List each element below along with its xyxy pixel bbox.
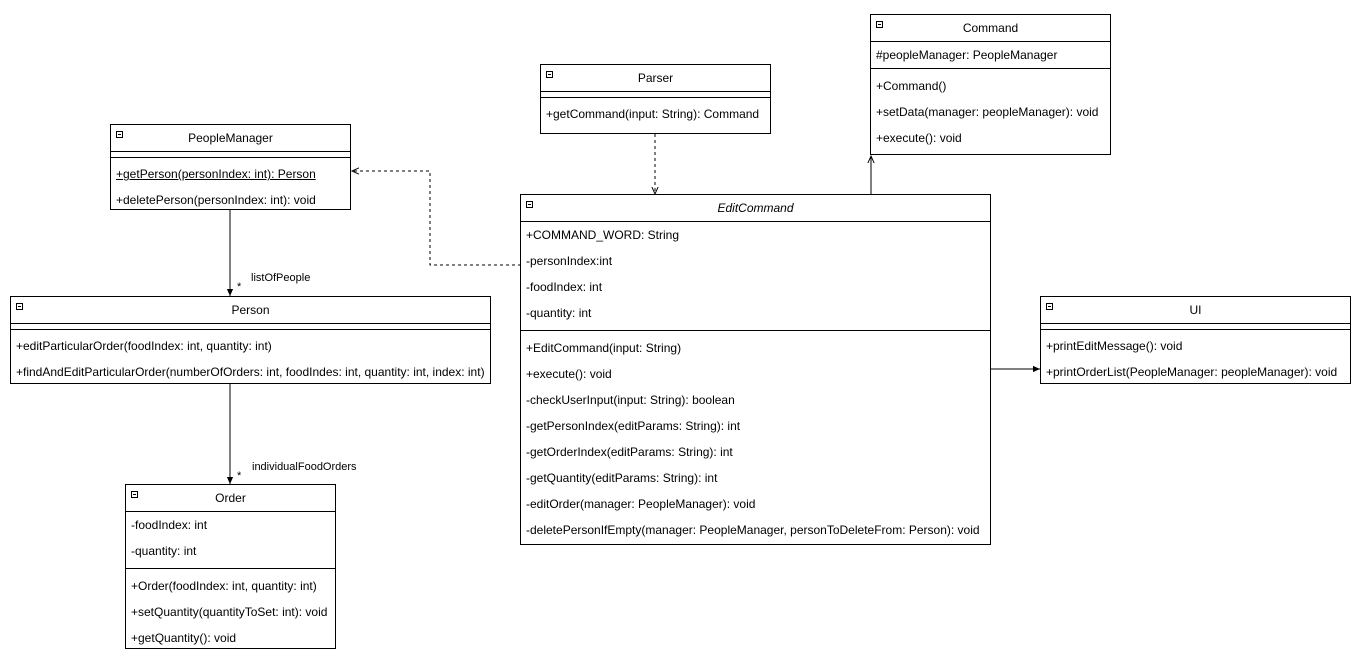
class-people-manager[interactable]: PeopleManager +getPerson(personIndex: in… xyxy=(110,124,351,210)
collapse-icon[interactable] xyxy=(876,21,883,28)
edge-label-individual-food-orders-role: individualFoodOrders xyxy=(252,461,357,473)
class-method: +editParticularOrder(foodIndex: int, qua… xyxy=(16,339,272,353)
class-method: -getPersonIndex(editParams: String): int xyxy=(526,419,741,433)
class-method: +getPerson(personIndex: int): Person xyxy=(116,167,316,181)
class-method: +getCommand(input: String): Command xyxy=(546,107,760,121)
class-method: +printEditMessage(): void xyxy=(1046,339,1183,353)
class-method: +EditCommand(input: String) xyxy=(526,341,682,355)
edge-label-list-of-people-role: listOfPeople xyxy=(251,272,311,284)
class-name: Order xyxy=(215,491,246,505)
class-method: +getQuantity(): void xyxy=(131,631,237,645)
collapse-icon[interactable] xyxy=(116,131,123,138)
collapse-icon[interactable] xyxy=(16,303,23,310)
collapse-icon[interactable] xyxy=(526,201,533,208)
class-method: +printOrderList(PeopleManager: peopleMan… xyxy=(1046,365,1338,379)
class-method: +deletePerson(personIndex: int): void xyxy=(116,193,316,207)
class-method: +setData(manager: peopleManager): void xyxy=(876,105,1099,119)
class-attribute: #peopleManager: PeopleManager xyxy=(876,48,1058,62)
class-order[interactable]: Order -foodIndex: int -quantity: int +Or… xyxy=(125,484,336,649)
class-method: +execute(): void xyxy=(876,131,962,145)
class-method: -getOrderIndex(editParams: String): int xyxy=(526,445,733,459)
edge-label-list-of-people-multiplicity: * xyxy=(237,281,242,293)
class-edit-command[interactable]: EditCommand +COMMAND_WORD: String -perso… xyxy=(520,194,991,545)
class-method: +setQuantity(quantityToSet: int): void xyxy=(131,605,328,619)
class-attribute: -foodIndex: int xyxy=(131,518,208,532)
class-name: EditCommand xyxy=(717,201,794,215)
class-method: -checkUserInput(input: String): boolean xyxy=(526,393,735,407)
collapse-icon[interactable] xyxy=(546,71,553,78)
class-name: UI xyxy=(1189,303,1202,317)
class-method: -deletePersonIfEmpty(manager: PeopleMana… xyxy=(526,523,980,537)
class-attribute: +COMMAND_WORD: String xyxy=(526,228,680,242)
class-method: +Order(foodIndex: int, quantity: int) xyxy=(131,579,317,593)
class-attribute: -personIndex:int xyxy=(526,254,613,268)
collapse-icon[interactable] xyxy=(1046,303,1053,310)
class-attribute: -quantity: int xyxy=(131,544,197,558)
class-name: Parser xyxy=(637,71,674,85)
class-name: Person xyxy=(231,303,270,317)
collapse-icon[interactable] xyxy=(131,491,138,498)
class-command[interactable]: Command #peopleManager: PeopleManager +C… xyxy=(870,14,1111,155)
class-person[interactable]: Person +editParticularOrder(foodIndex: i… xyxy=(10,296,491,384)
class-method: +Command() xyxy=(876,79,947,93)
class-name: PeopleManager xyxy=(188,131,273,145)
class-parser[interactable]: Parser +getCommand(input: String): Comma… xyxy=(540,64,771,134)
class-ui[interactable]: UI +printEditMessage(): void +printOrder… xyxy=(1040,296,1351,384)
class-method: -getQuantity(editParams: String): int xyxy=(526,471,718,485)
class-method: +execute(): void xyxy=(526,367,612,381)
class-name: Command xyxy=(962,21,1019,35)
edge-editcommand-peoplemanager xyxy=(352,171,521,266)
edge-label-individual-food-orders-multiplicity: * xyxy=(237,470,242,482)
class-method: +findAndEditParticularOrder(numberOfOrde… xyxy=(16,365,485,379)
class-method: -editOrder(manager: PeopleManager): void xyxy=(526,497,756,511)
class-attribute: -quantity: int xyxy=(526,306,592,320)
class-attribute: -foodIndex: int xyxy=(526,280,603,294)
